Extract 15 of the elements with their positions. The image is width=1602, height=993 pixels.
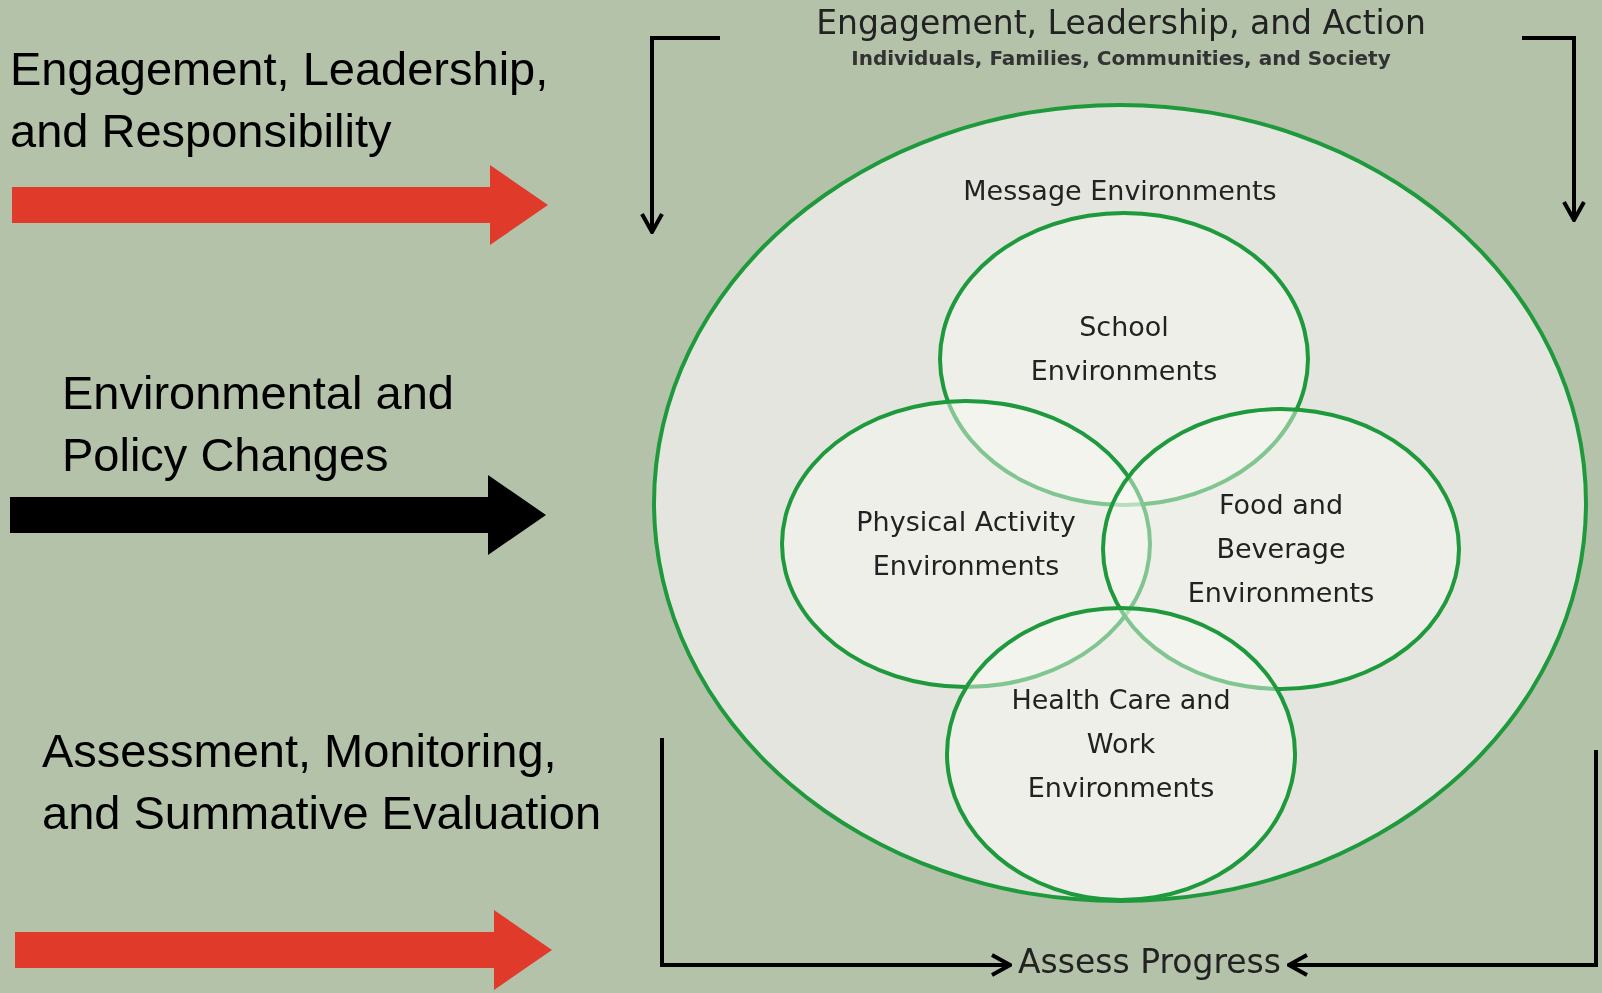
bracket-arrow [1286, 750, 1598, 977]
circle-label: Physical Activity Environments [855, 505, 1077, 583]
circle-label: Message Environments [962, 174, 1278, 208]
progress-label: Assess Progress [1010, 940, 1289, 984]
subheading-text: Individuals, Families, Communities, and Society [851, 45, 1391, 72]
circle-label: Food and Beverage Environments [1186, 488, 1376, 610]
bracket-arrow [1522, 36, 1586, 222]
bracket-arrow [660, 738, 1012, 977]
strategy-label: Assessment, Monitoring, and Summative Evaluation [15, 720, 642, 844]
circle-label: School Environments [1029, 310, 1219, 388]
strategy-label: Environmental and Policy Changes [10, 362, 532, 486]
heading-text: Engagement, Leadership, and Action [816, 2, 1426, 44]
circle-label: Health Care and Work Environments [1010, 683, 1232, 805]
bracket-arrow [640, 36, 720, 234]
strategy-label: Engagement, Leadership, and Responsibility [10, 38, 630, 162]
